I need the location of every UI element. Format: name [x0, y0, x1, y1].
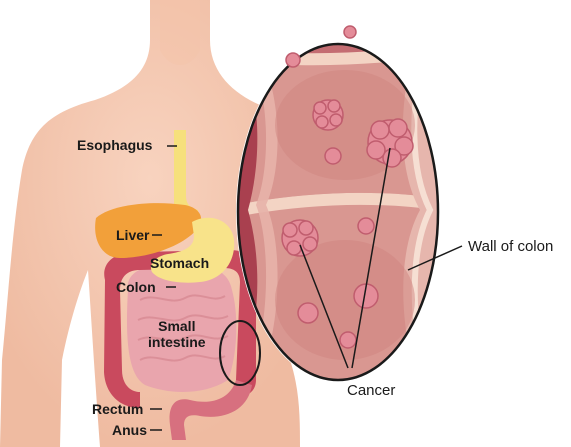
polyp-small-1 [286, 53, 300, 67]
anus-label: Anus [112, 422, 147, 438]
cancer-label: Cancer [347, 382, 395, 399]
neck-shadow [160, 0, 200, 65]
polyp-small-4 [358, 218, 374, 234]
polyp-small-3 [325, 148, 341, 164]
rectum-label: Rectum [92, 401, 143, 417]
wall-of-colon-label: Wall of colon [468, 238, 553, 255]
polyp-small-2 [344, 26, 356, 38]
stomach-label: Stomach [150, 255, 209, 271]
small-intestine-label: Small intestine [148, 318, 206, 350]
colon-label: Colon [116, 279, 156, 295]
liver-label: Liver [116, 227, 149, 243]
tumor-lower-left [282, 220, 318, 256]
esophagus-label: Esophagus [77, 137, 152, 153]
polyp-small-7 [340, 332, 356, 348]
polyp-small-6 [298, 303, 318, 323]
tumor-upper [313, 100, 343, 130]
